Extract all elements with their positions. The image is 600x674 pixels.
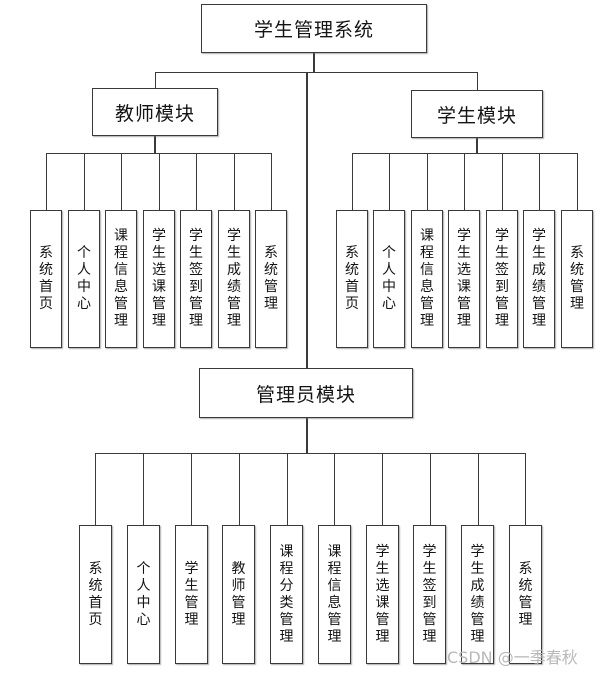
leaf-label: 系统管理 bbox=[264, 245, 278, 312]
leaf-admin-3: 教师管理 bbox=[222, 525, 255, 664]
leaf-label: 个人中心 bbox=[136, 560, 151, 628]
leaf-label: 系统首页 bbox=[88, 560, 103, 628]
leaf-admin-0: 系统首页 bbox=[79, 525, 112, 664]
connector-stub bbox=[234, 153, 235, 210]
connector-stub bbox=[334, 453, 335, 525]
leaf-label: 学生选课管理 bbox=[457, 228, 471, 329]
connector-stub bbox=[539, 153, 540, 210]
connector-stub bbox=[271, 153, 272, 210]
leaf-label: 系统首页 bbox=[39, 245, 53, 312]
leaf-teacher-4: 学生签到管理 bbox=[180, 210, 212, 348]
leaf-admin-2: 学生管理 bbox=[175, 525, 208, 664]
leaf-teacher-2: 课程信息管理 bbox=[105, 210, 137, 348]
connector-drop-student bbox=[477, 72, 478, 90]
connector-stub bbox=[84, 153, 85, 210]
leaf-label: 学生成绩管理 bbox=[227, 228, 241, 329]
connector-stub bbox=[239, 453, 240, 525]
leaf-student-1: 个人中心 bbox=[373, 210, 405, 348]
leaf-label: 课程信息管理 bbox=[327, 543, 342, 645]
leaf-admin-8: 学生成绩管理 bbox=[461, 525, 494, 664]
connector-top-horizontal bbox=[155, 72, 478, 73]
leaf-label: 课程分类管理 bbox=[279, 543, 294, 645]
connector-stub bbox=[430, 453, 431, 525]
connector-stub bbox=[577, 153, 578, 210]
leaf-student-4: 学生签到管理 bbox=[486, 210, 518, 348]
leaf-admin-5: 课程信息管理 bbox=[318, 525, 351, 664]
connector-stub bbox=[191, 453, 192, 525]
leaf-label: 个人中心 bbox=[382, 245, 396, 312]
leaf-teacher-0: 系统首页 bbox=[30, 210, 62, 348]
connector-admin-stem bbox=[306, 418, 308, 453]
node-teacher-module: 教师模块 bbox=[92, 88, 218, 136]
connector-root-stem bbox=[313, 53, 315, 72]
leaf-admin-4: 课程分类管理 bbox=[270, 525, 303, 664]
connector-student-stem bbox=[476, 138, 478, 153]
leaf-label: 学生签到管理 bbox=[495, 228, 509, 329]
leaf-label: 学生成绩管理 bbox=[470, 543, 485, 645]
connector-center-vertical bbox=[306, 72, 308, 368]
leaf-label: 系统管理 bbox=[518, 560, 533, 628]
node-student-module: 学生模块 bbox=[411, 90, 543, 138]
leaf-label: 学生签到管理 bbox=[422, 543, 437, 645]
connector-stub bbox=[382, 453, 383, 525]
leaf-teacher-1: 个人中心 bbox=[68, 210, 100, 348]
watermark: CSDN @一季春秋 bbox=[447, 648, 578, 667]
leaf-label: 学生选课管理 bbox=[152, 228, 166, 329]
node-admin-label: 管理员模块 bbox=[255, 383, 356, 406]
connector-stub bbox=[46, 153, 47, 210]
leaf-label: 系统首页 bbox=[345, 245, 359, 312]
leaf-admin-6: 学生选课管理 bbox=[366, 525, 399, 664]
connector-stub bbox=[389, 153, 390, 210]
node-root-label: 学生管理系统 bbox=[253, 19, 374, 41]
connector-stub bbox=[427, 153, 428, 210]
connector-stub bbox=[352, 153, 353, 210]
connector-stub bbox=[95, 453, 96, 525]
leaf-student-3: 学生选课管理 bbox=[448, 210, 480, 348]
leaf-label: 学生签到管理 bbox=[189, 228, 203, 329]
leaf-label: 学生选课管理 bbox=[375, 543, 390, 645]
leaf-admin-1: 个人中心 bbox=[127, 525, 160, 664]
connector-stub bbox=[525, 453, 526, 525]
leaf-label: 课程信息管理 bbox=[114, 228, 128, 329]
leaf-admin-7: 学生签到管理 bbox=[413, 525, 446, 664]
leaf-student-5: 学生成绩管理 bbox=[523, 210, 555, 348]
connector-student-horizontal bbox=[352, 153, 578, 154]
connector-stub bbox=[478, 453, 479, 525]
connector-stub bbox=[464, 153, 465, 210]
leaf-label: 课程信息管理 bbox=[420, 228, 434, 329]
connector-stub bbox=[502, 153, 503, 210]
connector-stub bbox=[287, 453, 288, 525]
connector-stub bbox=[121, 153, 122, 210]
connector-stub bbox=[159, 153, 160, 210]
node-student-label: 学生模块 bbox=[436, 104, 517, 127]
leaf-label: 系统管理 bbox=[570, 245, 584, 312]
leaf-student-2: 课程信息管理 bbox=[411, 210, 443, 348]
leaf-admin-9: 系统管理 bbox=[509, 525, 542, 664]
leaf-label: 教师管理 bbox=[231, 560, 246, 628]
leaf-teacher-3: 学生选课管理 bbox=[143, 210, 175, 348]
leaf-student-0: 系统首页 bbox=[336, 210, 368, 348]
leaf-teacher-5: 学生成绩管理 bbox=[218, 210, 250, 348]
leaf-teacher-6: 系统管理 bbox=[255, 210, 287, 348]
connector-admin-horizontal bbox=[95, 453, 526, 454]
node-teacher-label: 教师模块 bbox=[114, 102, 195, 125]
connector-drop-teacher bbox=[155, 72, 156, 88]
connector-teacher-stem bbox=[154, 136, 156, 153]
leaf-label: 学生成绩管理 bbox=[532, 228, 546, 329]
node-root: 学生管理系统 bbox=[201, 4, 427, 53]
connector-stub bbox=[143, 453, 144, 525]
leaf-label: 个人中心 bbox=[77, 245, 91, 312]
leaf-student-6: 系统管理 bbox=[561, 210, 593, 348]
node-admin-module: 管理员模块 bbox=[199, 368, 413, 418]
connector-stub bbox=[196, 153, 197, 210]
leaf-label: 学生管理 bbox=[184, 560, 199, 628]
